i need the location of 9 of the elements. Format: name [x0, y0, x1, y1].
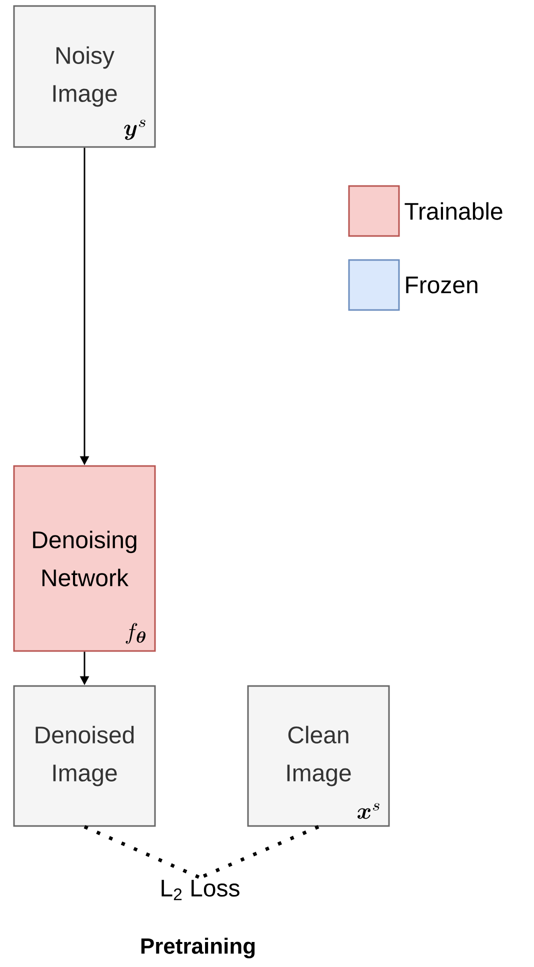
process-box: Denoising Network $f_{\boldsymbol{\theta}}$	[13, 465, 156, 652]
legend-label: Frozen	[406, 276, 478, 294]
legend-label: Trainable	[404, 202, 502, 220]
process-box: Noisy Image $\boldsymbol{y}^s$	[13, 5, 156, 148]
process-box: Clean Image $\boldsymbol{x}^s$	[247, 685, 390, 827]
caption: Pretraining	[141, 938, 255, 958]
loss-label: L$_{2}$ Loss	[162, 880, 240, 900]
process-box: Denoised Image	[13, 685, 156, 827]
dotted-line	[84, 825, 201, 880]
